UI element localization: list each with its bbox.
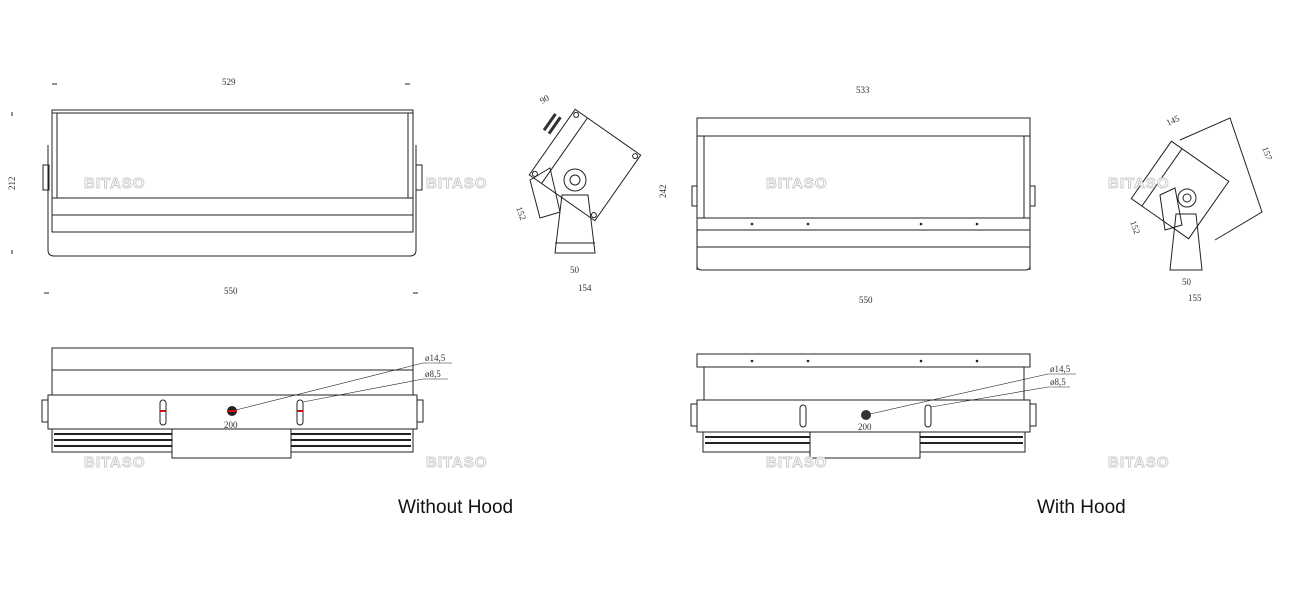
dim-hood-overall: 155 (1188, 293, 1202, 303)
dim-ticks (11, 83, 418, 294)
side-view-without-hood (528, 108, 642, 254)
watermark-logo: BITASO (766, 175, 828, 192)
dim-height-hood: 242 (658, 185, 668, 199)
dim-hood-depth: 145 (1165, 113, 1182, 128)
dim-side-base: 50 (570, 265, 580, 275)
label-hole-small: ø8,5 (425, 369, 441, 379)
front-view-with-hood (691, 117, 1036, 271)
dim-side-overall: 154 (578, 283, 592, 293)
side-view-with-hood (1130, 117, 1263, 271)
label-hole-spacing-hood: 200 (858, 422, 872, 432)
watermark-logo: BITASO (766, 454, 828, 471)
dim-top-width: 529 (222, 77, 236, 87)
dim-hood-length: 157 (1260, 145, 1274, 162)
bottom-view-without-hood (41, 347, 452, 459)
dim-hood-bracket: 152 (1128, 219, 1142, 235)
watermark-logo: BITASO (84, 175, 146, 192)
dim-top-width-hood: 533 (856, 85, 870, 95)
dim-height: 212 (7, 177, 17, 191)
watermark-logo: BITASO (426, 175, 488, 192)
watermark-logo: BITASO (1108, 175, 1170, 192)
front-view-without-hood (42, 109, 423, 257)
dim-hood-base: 50 (1182, 277, 1192, 287)
dim-bottom-width-hood: 550 (859, 295, 873, 305)
label-hole-large: ø14,5 (425, 353, 446, 363)
label-hole-spacing: 200 (224, 420, 238, 430)
label-hole-large-hood: ø14,5 (1050, 364, 1071, 374)
dim-bottom-width: 550 (224, 286, 238, 296)
watermark-logo: BITASO (426, 454, 488, 471)
caption-with-hood: With Hood (1037, 497, 1126, 518)
watermarks: BITASO BITASO BITASO BITASO BITASO BITAS… (84, 175, 1170, 472)
caption-without-hood: Without Hood (398, 497, 514, 518)
watermark-logo: BITASO (84, 454, 146, 471)
bottom-view-with-hood (690, 353, 1076, 459)
label-hole-small-hood: ø8,5 (1050, 377, 1066, 387)
watermark-logo: BITASO (1108, 454, 1170, 471)
dim-side-depth: 90 (538, 92, 551, 105)
dim-side-bracket: 152 (514, 205, 528, 221)
